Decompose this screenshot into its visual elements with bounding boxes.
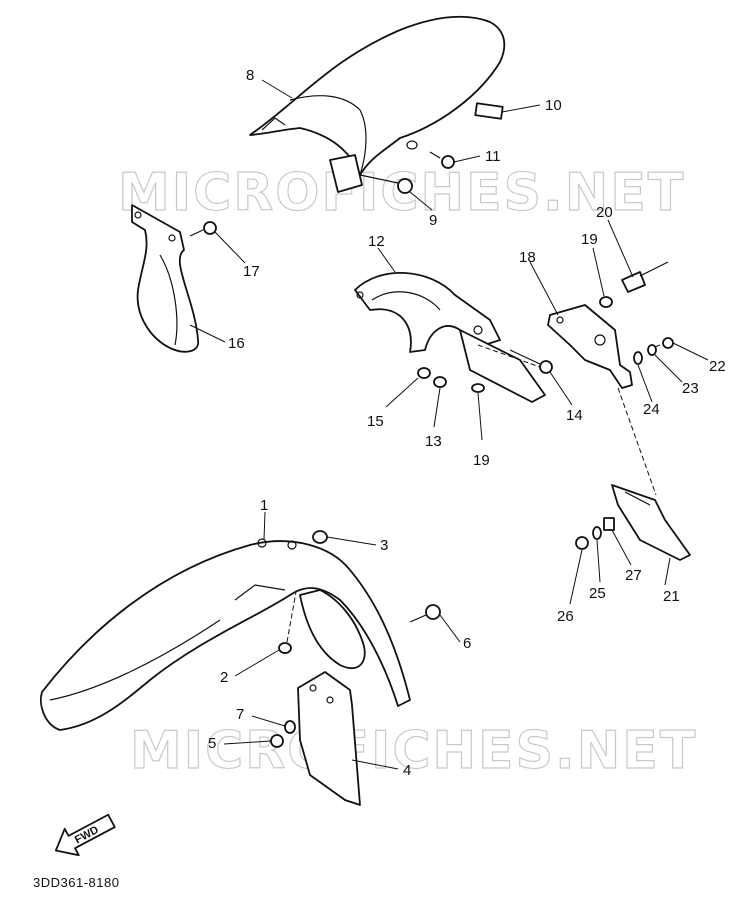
callout-2: 2 xyxy=(220,669,228,686)
part-nut-5 xyxy=(270,734,284,748)
callout-26: 26 xyxy=(557,608,574,625)
callout-4: 4 xyxy=(403,762,411,779)
callout-23: 23 xyxy=(682,380,699,397)
callout-8: 8 xyxy=(246,67,254,84)
part-reflector xyxy=(474,102,504,120)
callout-25: 25 xyxy=(589,585,606,602)
part-washer-7 xyxy=(284,720,296,734)
fwd-direction-badge: FWD xyxy=(54,813,116,857)
callout-16: 16 xyxy=(228,335,245,352)
part-nut-2 xyxy=(278,591,297,654)
part-spacer-27 xyxy=(603,517,615,531)
callout-9: 9 xyxy=(429,212,437,229)
part-nut-3 xyxy=(312,530,328,544)
callout-20: 20 xyxy=(596,204,613,221)
part-rear-fender xyxy=(249,15,506,193)
fwd-label: FWD xyxy=(73,824,101,846)
part-bolt-17 xyxy=(189,221,217,237)
watermark-top: MICROFICHES.NET xyxy=(118,163,685,223)
callout-14: 14 xyxy=(566,407,583,424)
callout-11: 11 xyxy=(485,148,501,165)
part-nut-26 xyxy=(575,536,589,550)
callout-21: 21 xyxy=(663,588,680,605)
callout-27: 27 xyxy=(625,567,642,584)
callout-5: 5 xyxy=(208,735,216,752)
part-nut-15 xyxy=(417,367,431,379)
watermark-bottom: MICROFICHES.NET xyxy=(130,721,697,781)
part-license-bracket xyxy=(547,304,633,389)
assembly-line-2 xyxy=(477,344,541,368)
callout-24: 24 xyxy=(643,401,660,418)
part-bolt-20 xyxy=(621,261,669,293)
part-washer-24 xyxy=(633,351,643,365)
part-washer-13 xyxy=(433,376,447,388)
part-lower-flap xyxy=(297,671,361,806)
callout-19-lower: 19 xyxy=(473,452,490,469)
part-bolt-9 xyxy=(359,174,413,194)
assembly-line-1 xyxy=(617,387,657,496)
part-nut-19a xyxy=(599,296,613,308)
part-bolt-6 xyxy=(409,604,441,623)
part-washer-25 xyxy=(592,526,602,540)
part-inner-fender xyxy=(354,272,546,403)
callout-18: 18 xyxy=(519,249,536,266)
part-washer-19b xyxy=(471,383,485,393)
callout-17: 17 xyxy=(243,263,260,280)
part-washer-23 xyxy=(647,344,657,356)
part-plate-21 xyxy=(611,484,691,561)
callout-3: 3 xyxy=(380,537,388,554)
callout-7: 7 xyxy=(236,706,244,723)
callout-13: 13 xyxy=(425,433,442,450)
part-front-fender xyxy=(40,538,411,731)
callout-22: 22 xyxy=(709,358,726,375)
part-code: 3DD361-8180 xyxy=(33,875,119,890)
callout-12: 12 xyxy=(368,233,385,250)
part-bolt-11 xyxy=(429,151,455,169)
part-mud-flap xyxy=(131,204,199,353)
callout-19-upper: 19 xyxy=(581,231,598,248)
leader-lines xyxy=(189,79,709,770)
callout-6: 6 xyxy=(463,635,471,652)
callout-1: 1 xyxy=(260,497,268,514)
callout-10: 10 xyxy=(545,97,562,114)
callout-15: 15 xyxy=(367,413,384,430)
